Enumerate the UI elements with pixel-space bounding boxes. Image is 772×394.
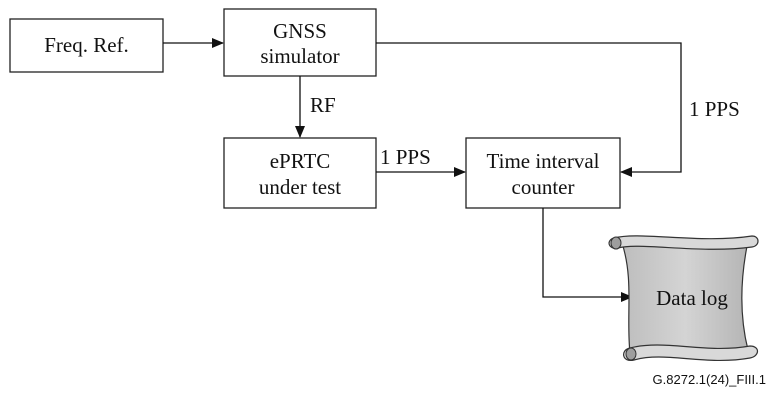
time-interval-counter-box: Time interval counter — [465, 137, 621, 209]
tic-label-line1: Time interval — [487, 149, 600, 173]
freq-ref-box: Freq. Ref. — [9, 18, 164, 73]
data-log-scroll-icon: Data log — [608, 235, 759, 362]
data-log-label: Data log — [656, 286, 728, 310]
gnss-simulator-label-line2: simulator — [260, 44, 339, 68]
arrow-gnss-to-tic — [376, 42, 682, 177]
eprtc-label-line2: under test — [259, 175, 341, 199]
eprtc-label-line1: ePRTC — [270, 149, 331, 173]
gnss-simulator-box: GNSS simulator — [223, 8, 377, 77]
gnss-simulator-label-line1: GNSS — [273, 19, 327, 43]
eprtc-box: ePRTC under test — [223, 137, 377, 209]
figure-id: G.8272.1(24)_FIII.1 — [653, 372, 766, 387]
pps-gnss-label: 1 PPS — [689, 97, 740, 121]
rf-label: RF — [310, 93, 336, 117]
arrow-tic-to-datalog — [542, 208, 633, 302]
pps-eprtc-label: 1 PPS — [380, 145, 431, 169]
freq-ref-label: Freq. Ref. — [44, 33, 129, 57]
tic-label-line2: counter — [512, 175, 575, 199]
